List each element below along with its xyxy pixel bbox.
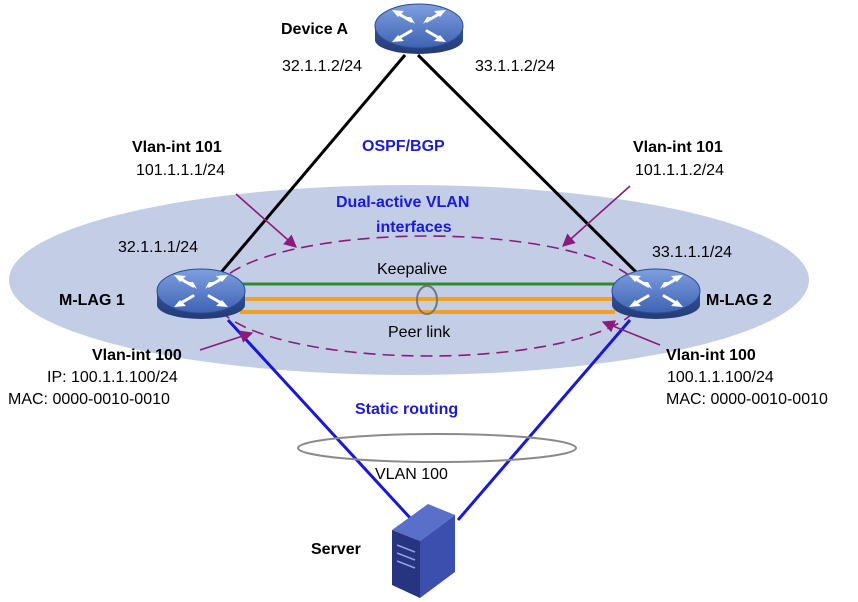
ospf-bgp-label: OSPF/BGP <box>362 138 445 155</box>
left-vlanint100-name: Vlan-int 100 <box>92 347 182 364</box>
server-label: Server <box>311 541 361 558</box>
device-a-label: Device A <box>281 21 348 38</box>
left-vlanint100-mac: MAC: 0000-0010-0010 <box>8 391 170 408</box>
right-vlanint101-name: Vlan-int 101 <box>633 139 723 156</box>
arrow-left-100 <box>199 330 254 351</box>
mlag2-ip: 33.1.1.1/24 <box>652 244 732 261</box>
right-vlanint100-mac: MAC: 0000-0010-0010 <box>666 391 828 408</box>
arrow-right-101 <box>562 185 631 247</box>
static-routing-label: Static routing <box>355 401 458 418</box>
vlan100-label: VLAN 100 <box>375 466 448 483</box>
keepalive-label: Keepalive <box>377 261 447 278</box>
server-icon <box>392 504 455 598</box>
vlan100-ellipse <box>297 433 577 463</box>
peer-link-label: Peer link <box>388 324 451 341</box>
mlag2-label: M-LAG 2 <box>706 292 772 309</box>
dual-active-label-line2: interfaces <box>376 219 452 236</box>
left-vlanint101-name: Vlan-int 101 <box>132 139 222 156</box>
left-vlanint101-ip: 101.1.1.1/24 <box>136 162 225 179</box>
router-icon <box>373 2 465 56</box>
arrow-left-101 <box>235 193 297 248</box>
router-icon <box>155 267 247 321</box>
mlag1-ip: 32.1.1.1/24 <box>118 239 198 256</box>
link-a-mlag2 <box>416 53 642 278</box>
device-a-left-ip: 32.1.1.2/24 <box>282 58 362 75</box>
right-vlanint100-name: Vlan-int 100 <box>666 347 756 364</box>
link-a-mlag1 <box>216 54 407 277</box>
arrow-right-100 <box>601 320 661 346</box>
right-vlanint101-ip: 101.1.1.2/24 <box>635 162 724 179</box>
router-icon <box>610 267 702 321</box>
device-a-right-ip: 33.1.1.2/24 <box>475 58 555 75</box>
mlag1-label: M-LAG 1 <box>59 292 125 309</box>
left-vlanint100-ip: IP: 100.1.1.100/24 <box>47 369 178 386</box>
link-mlag1-server <box>226 318 414 522</box>
dual-active-label: Dual-active VLAN <box>336 194 469 211</box>
right-vlanint100-ip: 100.1.1.100/24 <box>667 369 774 386</box>
link-mlag2-server <box>456 319 632 521</box>
peer-link-aggregation-icon <box>416 285 438 315</box>
